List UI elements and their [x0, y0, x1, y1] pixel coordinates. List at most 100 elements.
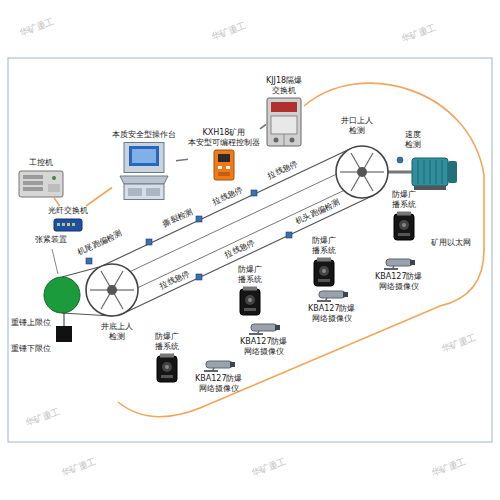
icon-part: [161, 375, 173, 378]
icon-part: [243, 287, 257, 291]
watermark: 华矿重工: [17, 16, 56, 39]
icon-part: [44, 277, 80, 313]
icon-part: [86, 264, 138, 316]
icon-part: [436, 160, 437, 184]
belt: [62, 149, 373, 317]
watermark: 华矿重工: [249, 456, 288, 479]
device-node: KBA127防爆 网络摄像仪: [240, 323, 287, 356]
icon-part: [72, 223, 75, 226]
icon-part: [318, 279, 330, 282]
watermark: 华矿重工: [209, 20, 248, 43]
sensor-label: 拉线急停: [266, 158, 301, 181]
icon-part: [240, 289, 260, 315]
device-icon: [202, 360, 236, 372]
icon-part: [23, 187, 43, 191]
sensor-label: 拉线急停: [211, 184, 246, 207]
icon-part: [218, 154, 230, 162]
icon-part: [56, 326, 72, 342]
icon-part: [226, 166, 230, 169]
cable-connector: [54, 198, 60, 206]
icon-part: [317, 300, 331, 302]
device-icon: [315, 290, 349, 302]
device-icon: [18, 170, 64, 198]
device-label: 工控机: [29, 158, 53, 168]
cable-connector: [260, 125, 266, 129]
icon-part: [54, 219, 82, 231]
device-node: 本质安全型操作台: [112, 130, 176, 200]
icon-part: [248, 298, 252, 302]
icon-part: [251, 324, 277, 331]
drive-motor: [412, 158, 457, 190]
device-label: 防爆广 播系统: [155, 332, 179, 351]
icon-part: [90, 271, 134, 309]
icon-part: [418, 160, 419, 184]
icon-part: [57, 223, 60, 226]
icon-part: [146, 188, 160, 196]
icon-part: [86, 258, 92, 264]
device-icon: [382, 258, 416, 270]
device-icon: [213, 149, 235, 181]
icon-part: [266, 97, 302, 147]
frame: [8, 58, 492, 442]
device-node: KXH18矿用 本安型可编程控制器: [188, 128, 260, 181]
device-icon: [118, 142, 170, 200]
sensor-label: 机头跑偏检测: [293, 197, 342, 227]
part-label: 井底上人 检测: [100, 322, 134, 341]
device-icon: [393, 211, 415, 241]
device-icon: [266, 97, 302, 147]
icon-part: [284, 134, 285, 146]
icon-part: [315, 290, 349, 302]
icon-part: [18, 170, 64, 198]
icon-part: [336, 146, 388, 198]
sensor-symbols: [86, 157, 403, 280]
icon-part: [410, 260, 415, 265]
watermark: 华矿重工: [439, 332, 478, 355]
device-label: KBA127防爆 网络摄像仪: [375, 272, 422, 291]
icon-part: [196, 216, 202, 222]
icon-part: [52, 176, 56, 180]
icon-part: [343, 292, 348, 297]
icon-part: [319, 266, 329, 276]
icon-part: [162, 362, 172, 372]
part-label: 张紧装置: [34, 235, 68, 245]
icon-part: [213, 149, 235, 181]
icon-part: [412, 158, 448, 186]
device-node: 防爆广 播系统: [312, 236, 336, 287]
icon-part: [442, 160, 443, 184]
icon-part: [394, 214, 414, 240]
watermark: 华矿重工: [399, 22, 438, 45]
icon-part: [239, 286, 261, 316]
icon-part: [230, 362, 235, 367]
device-label: KBA127防爆 网络摄像仪: [240, 337, 287, 356]
icon-part: [156, 353, 178, 383]
sensor-label: 拉线急停: [223, 237, 258, 260]
watermark: 华矿重工: [59, 456, 98, 479]
icon-part: [124, 184, 164, 200]
sensor-label: 机尾跑偏检测: [75, 228, 124, 258]
device-icon: [53, 218, 83, 232]
icon-part: [218, 172, 230, 176]
icon-part: [128, 188, 142, 196]
icon-part: [123, 196, 373, 314]
part-label: 重锤上限位: [10, 318, 52, 328]
cable-connector: [86, 188, 112, 207]
icon-part: [118, 142, 170, 200]
icon-part: [402, 223, 406, 227]
icon-part: [322, 269, 326, 273]
watermark: 华矿重工: [429, 456, 468, 479]
tail-pulley: [86, 264, 138, 316]
device-icon: [239, 286, 261, 316]
sensor-label: 拉线急停: [158, 268, 193, 291]
device-icon: [156, 353, 178, 383]
icon-part: [165, 365, 169, 369]
icon-part: [382, 258, 416, 270]
device-node: KBA127防爆 网络摄像仪: [308, 290, 355, 323]
icon-part: [247, 323, 281, 335]
icon-part: [313, 257, 335, 287]
icon-part: [414, 186, 446, 190]
icon-part: [53, 218, 83, 232]
device-node: 防爆广 播系统: [238, 265, 262, 316]
icon-part: [430, 160, 431, 184]
device-node: 防爆广 播系统: [155, 332, 179, 383]
